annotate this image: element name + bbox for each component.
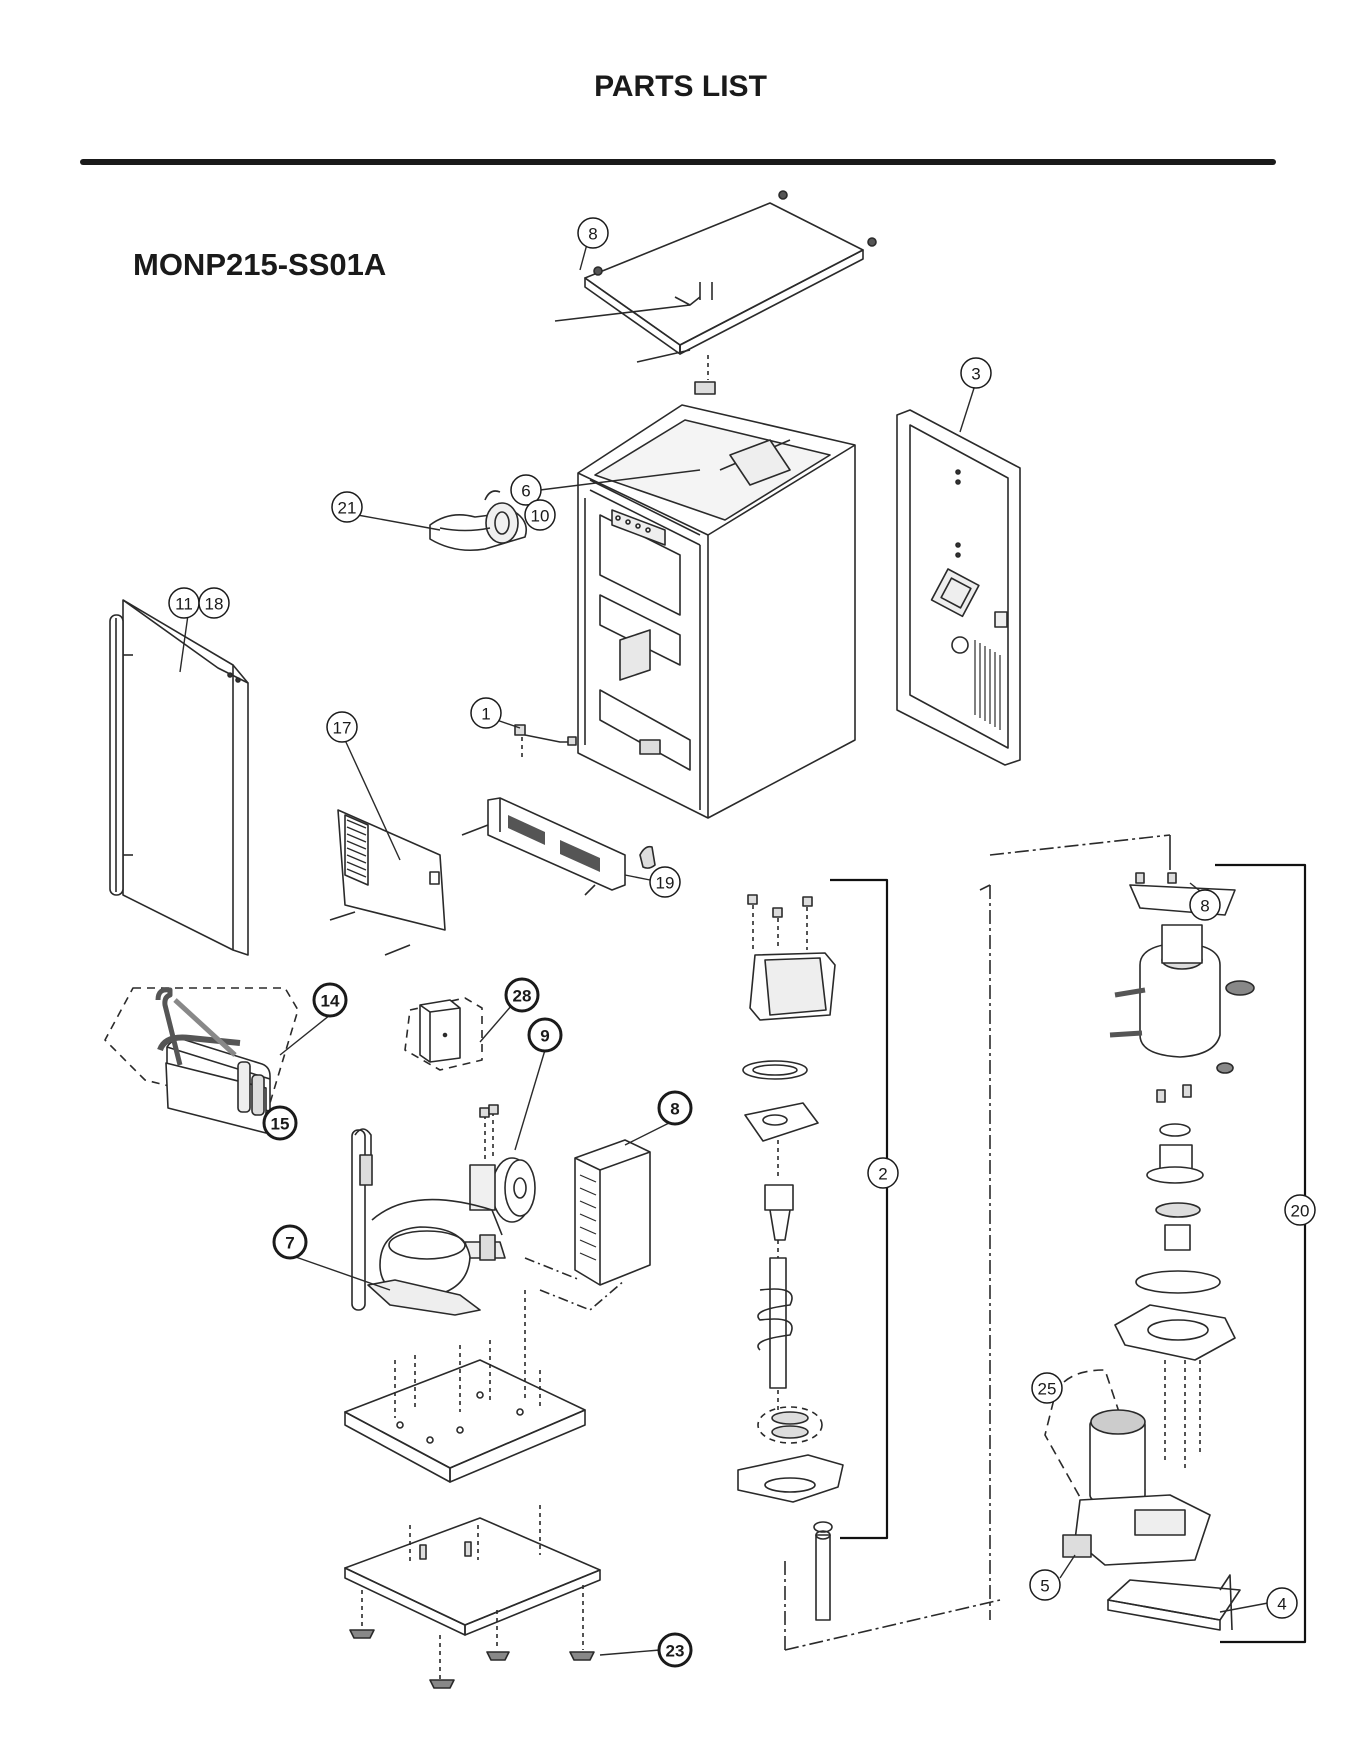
- callout-11: 11: [175, 595, 193, 614]
- main-cabinet: [578, 405, 855, 868]
- compressor-assembly: [352, 1129, 502, 1315]
- callout-15: 15: [271, 1115, 290, 1134]
- callout-8-top-lid: 8: [588, 225, 597, 244]
- callout-4: 4: [1277, 1595, 1286, 1614]
- front-door: [110, 600, 248, 955]
- front-grille: [462, 798, 625, 895]
- callout-5: 5: [1040, 1577, 1049, 1596]
- callout-1: 1: [481, 705, 490, 724]
- cord-assembly: [430, 491, 526, 550]
- callout-6: 6: [521, 482, 530, 501]
- control-box: [405, 998, 482, 1070]
- callout-23: 23: [666, 1642, 685, 1661]
- callout-10: 10: [531, 507, 550, 526]
- callout-8-gearmotor: 8: [1200, 897, 1209, 916]
- callout-17: 17: [333, 719, 352, 738]
- callout-28: 28: [513, 987, 532, 1006]
- callout-3-rear-panel: 3: [971, 365, 980, 384]
- gearmotor-assembly: [785, 835, 1254, 1650]
- callout-14: 14: [321, 992, 340, 1011]
- base-pan: [345, 1290, 585, 1482]
- callout-21: 21: [338, 499, 357, 518]
- callout-18: 18: [205, 595, 224, 614]
- callout-20: 20: [1291, 1202, 1310, 1221]
- small-bracket: [515, 725, 576, 760]
- condenser: [525, 1140, 650, 1310]
- group-20-bracket: [1215, 865, 1305, 1642]
- base-plate: [345, 1505, 600, 1688]
- callout-7: 7: [285, 1234, 294, 1253]
- group-2-bracket: [830, 880, 887, 1538]
- callout-19: 19: [656, 874, 675, 893]
- callout-2: 2: [878, 1165, 887, 1184]
- callout-25: 25: [1038, 1380, 1057, 1399]
- fan-motor: [465, 1105, 535, 1258]
- callout-9: 9: [540, 1027, 549, 1046]
- callout-8-condenser: 8: [670, 1100, 679, 1119]
- rear-panel: [897, 410, 1020, 765]
- auger-assembly: [738, 895, 843, 1620]
